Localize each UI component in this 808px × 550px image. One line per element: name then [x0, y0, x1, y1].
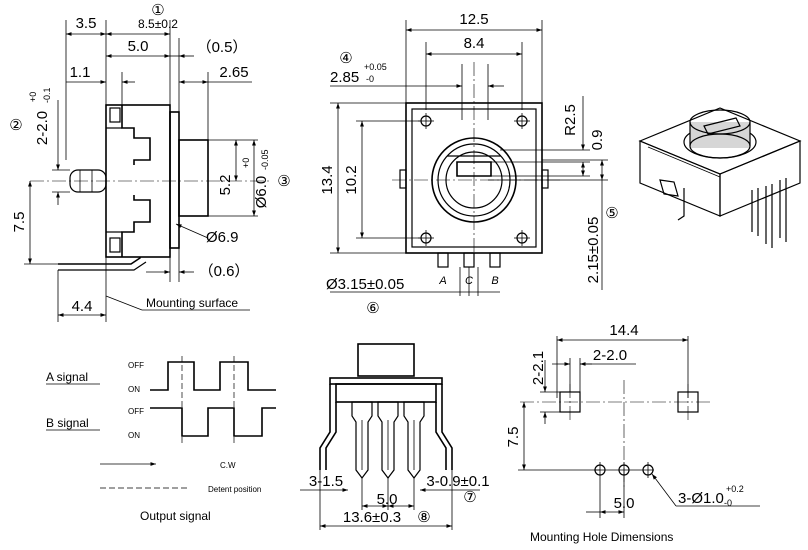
- dim-2-0-tol-plus: +0: [28, 92, 38, 102]
- side-view: 3.5 ① 8.5±0.2 5.0 （0.5） 1.1 2.65: [9, 2, 291, 322]
- dim-4-4: 4.4: [72, 298, 93, 315]
- dim-7-5-mount: 7.5: [505, 427, 522, 448]
- dim-14-4: 14.4: [609, 322, 638, 339]
- dim-2-0-tol-minus: -0.1: [42, 87, 52, 103]
- dim-2-0: 2-2.0: [34, 111, 51, 145]
- dim-2-85-tol-plus: +0.05: [364, 62, 387, 72]
- dim-12-5: 12.5: [459, 11, 488, 28]
- cw-label: C.W: [220, 461, 236, 470]
- dim-2-85: 2.85: [330, 69, 359, 86]
- marker-7: ⑦: [463, 489, 476, 506]
- marker-6: ⑥: [366, 300, 379, 317]
- dim-2-1: 2-2.1: [530, 351, 547, 385]
- marker-3: ③: [277, 173, 290, 190]
- dim-13-4: 13.4: [319, 165, 336, 194]
- dim-8-4: 8.4: [464, 35, 485, 52]
- output-signal: A signal OFF ON B signal OFF ON C.W Dete…: [46, 356, 276, 523]
- mounting-hole-caption: Mounting Hole Dimensions: [530, 530, 673, 544]
- b-signal-label: B signal: [46, 416, 89, 430]
- dim-8-5: 8.5±0.2: [138, 17, 178, 31]
- dim-5-0: 5.0: [128, 38, 149, 55]
- dim-0-5: （0.5）: [197, 39, 248, 56]
- pins: [351, 401, 425, 479]
- marker-2: ②: [9, 117, 22, 134]
- marker-4: ④: [339, 50, 352, 67]
- dim-3-15: Ø3.15±0.05: [326, 276, 404, 293]
- dim-5-0-mount: 5.0: [614, 495, 635, 512]
- a-on-label: ON: [128, 385, 140, 394]
- isometric-view: [638, 107, 802, 248]
- dim-10-2: 10.2: [343, 165, 360, 194]
- dim-3-1-5: 3-1.5: [309, 473, 343, 490]
- dim-2-2-0: 2-2.0: [593, 347, 627, 364]
- b-off-label: OFF: [128, 407, 144, 416]
- dim-7-5: 7.5: [11, 212, 28, 233]
- dim-6-0-tol-minus: -0.05: [260, 149, 270, 170]
- dim-6-9: Ø6.9: [206, 229, 239, 246]
- b-on-label: ON: [128, 431, 140, 440]
- dim-5-2: 5.2: [217, 175, 234, 196]
- dim-1-1: 1.1: [70, 64, 91, 81]
- front-view: 12.5 8.4 ④ 2.85 +0.05 -0: [319, 11, 619, 317]
- mounting-surface-label: Mounting surface: [146, 296, 238, 310]
- marker-8: ⑧: [417, 509, 430, 526]
- pin-b: B: [491, 275, 498, 287]
- dim-0-6: （0.6）: [199, 263, 250, 280]
- output-signal-caption: Output signal: [140, 509, 211, 523]
- a-off-label: OFF: [128, 361, 144, 370]
- dim-r2-5: R2.5: [562, 104, 579, 136]
- dim-2-85-tol-minus: -0: [366, 74, 374, 84]
- dim-3-0-9: 3-0.9±0.1: [426, 473, 489, 490]
- dim-2-65: 2.65: [219, 64, 248, 81]
- dim-2-15: 2.15±0.05: [585, 217, 602, 284]
- marker-5: ⑤: [605, 205, 618, 222]
- detent-label: Detent position: [208, 485, 261, 494]
- pin-a: A: [438, 275, 446, 287]
- dim-6-0-tol-plus: +0: [241, 158, 251, 168]
- bottom-view: 3-1.5 3-0.9±0.1 ⑦ 5.0 13.6±0.3 ⑧: [300, 343, 490, 530]
- dim-6-0: Ø6.0: [253, 176, 270, 209]
- dim-3-1-0-tol-minus: -0: [724, 498, 732, 508]
- dim-3-5: 3.5: [76, 15, 97, 32]
- dim-3-1-0-tol-plus: +0.2: [726, 484, 744, 494]
- mounting-holes: 14.4 2-2.0 2-2.1 7.5 5.0: [505, 322, 760, 544]
- dim-0-9: 0.9: [589, 130, 606, 151]
- a-signal-label: A signal: [46, 370, 88, 384]
- dim-3-1-0: 3-Ø1.0: [678, 490, 724, 507]
- dim-5-0-bottom: 5.0: [377, 491, 398, 508]
- marker-1: ①: [151, 2, 164, 19]
- dim-13-6: 13.6±0.3: [343, 509, 401, 526]
